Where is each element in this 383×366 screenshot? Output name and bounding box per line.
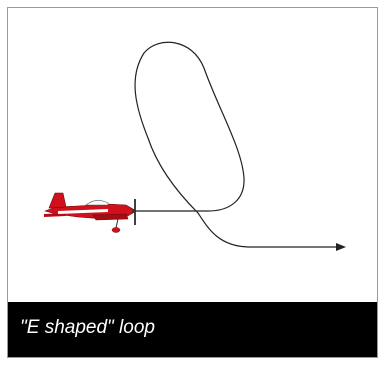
diagram-canvas [8, 8, 377, 303]
flight-path-loop [133, 42, 338, 247]
caption-text: "E shaped" loop [20, 317, 155, 339]
diagram-frame: "E shaped" loop [7, 7, 378, 358]
arrowhead-icon [336, 243, 346, 251]
caption-bar: "E shaped" loop [8, 302, 377, 357]
airplane-icon [44, 193, 136, 233]
